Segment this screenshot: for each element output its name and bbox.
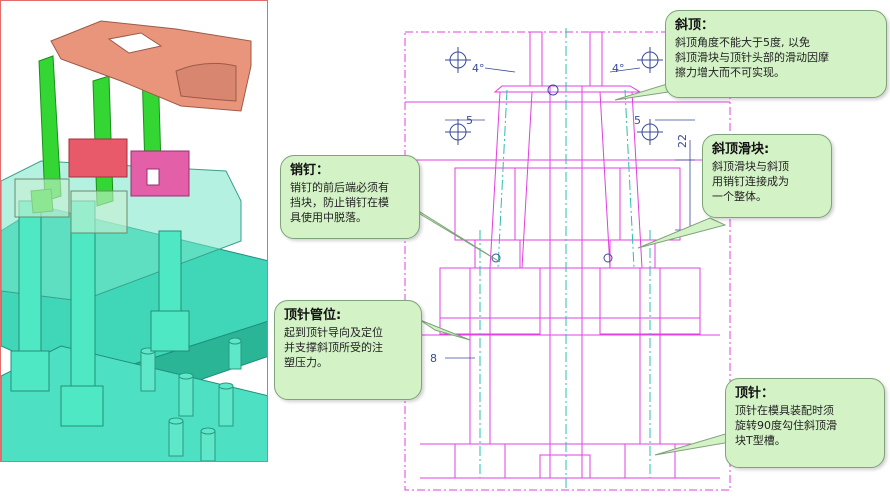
technical-drawing: 4° 4° 5 5 22 8 [404,28,744,491]
slider-left [474,239,521,269]
callout-tail-slider [637,217,727,249]
dimension-offset-left: 5 [466,114,473,127]
dimension-height-right: 22 [676,134,689,148]
lifter-left [489,91,533,269]
callout-lifter-body: 斜顶角度不能大于5度, 以免 斜顶滑块与顶针头部的滑动因摩 擦力增大而不可实现。 [675,36,829,79]
callout-pin-title: 销钉： [290,163,330,178]
callout-slider-body: 斜顶滑块与斜顶 用销钉连接成为 一个整体。 [712,160,789,203]
pin-marker-right [603,253,613,263]
guide-block-left [14,178,70,218]
ejector-pins [10,200,190,427]
pin-marker-left [491,253,501,263]
slider-block-magenta [130,150,190,197]
crosshair-symbols [445,47,663,145]
callout-sleeve-body: 起到顶针导向及定位 并支撑斜顶所受的注 塑压力。 [284,326,383,369]
dimension-offset-bottom: 8 [430,352,437,365]
dimension-angle-right: 4° [612,62,625,75]
3d-model-illustration [1,20,267,461]
callout-pin-body: 销钉的前后端必须有 挡块，防止销钉在模 具使用中脱落。 [290,181,389,224]
dimension-offset-right: 5 [634,114,641,127]
callout-ejector-title: 顶针： [735,386,775,401]
small-pins [140,337,242,461]
mold-outline-frame [404,31,731,491]
dimension-angle-left: 4° [472,62,485,75]
slider-block-red [68,138,128,178]
technical-drawing-panel: 4° 4° 5 5 22 8 斜顶： 斜顶角度不能大于5度, 以免 斜顶滑块与顶… [270,0,890,494]
3d-model-panel [0,0,268,462]
callout-tail-sleeve [419,319,471,341]
callout-ejector-body: 顶针在模具装配时须 旋转90度勾住斜顶滑 块T型槽。 [735,404,837,447]
callout-sleeve-title: 顶针管位: [284,308,342,323]
guide-block-right [70,190,128,234]
callout-lifter-title: 斜顶： [675,18,715,33]
callout-slider-title: 斜顶滑块: [712,142,770,157]
